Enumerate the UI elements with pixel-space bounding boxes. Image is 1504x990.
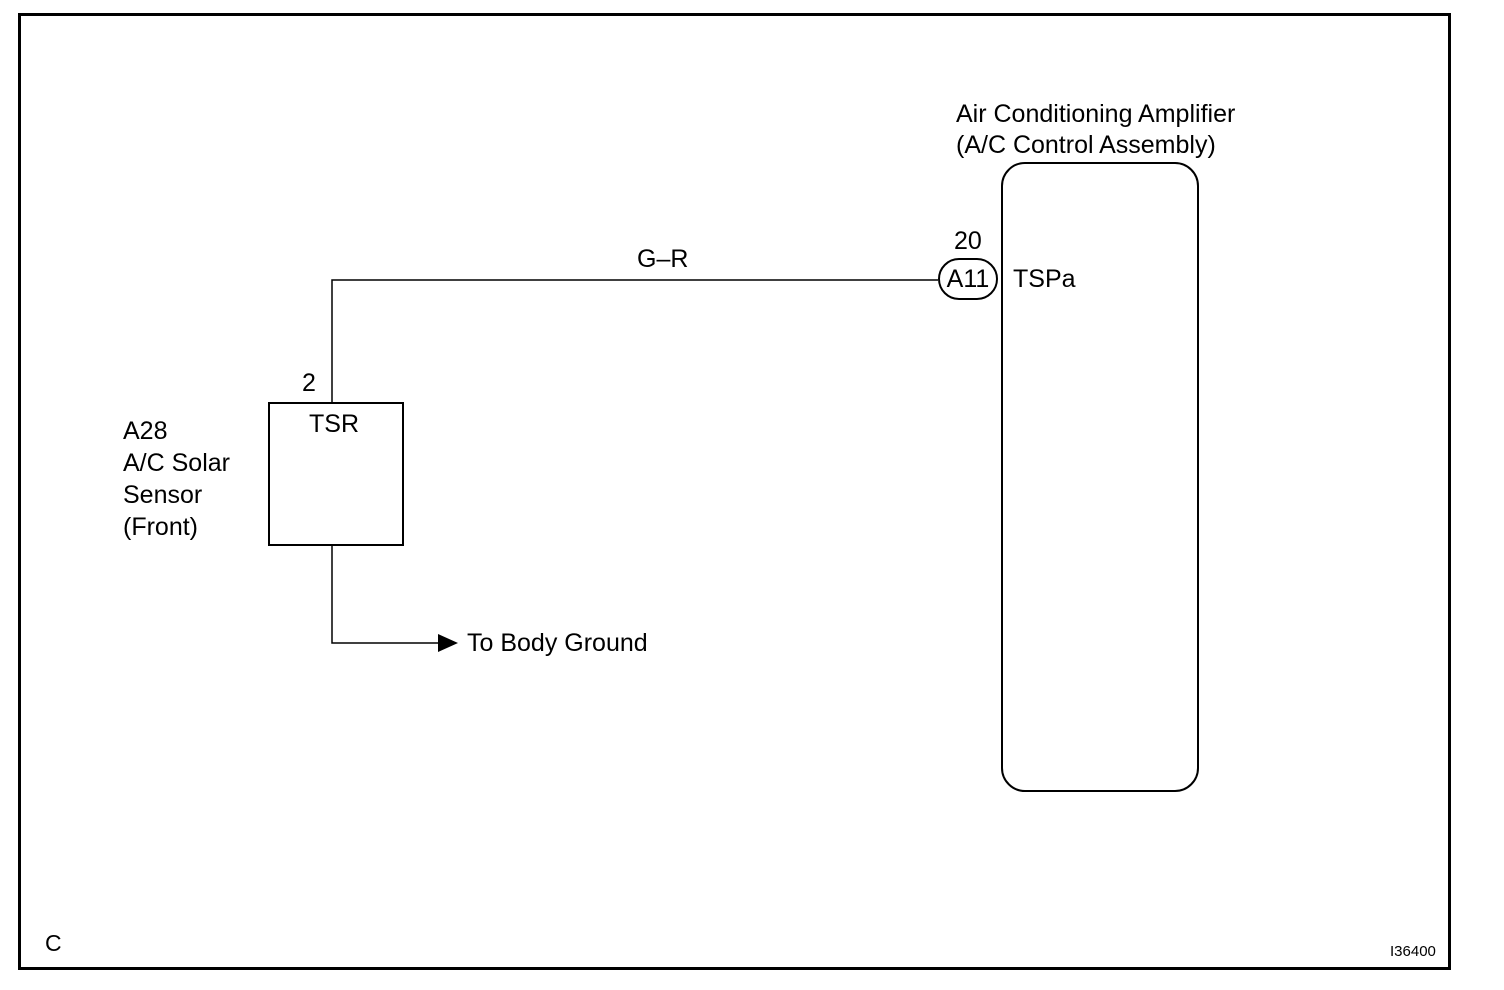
sensor-pin-number: 2 bbox=[302, 369, 316, 397]
diagram-frame bbox=[18, 13, 1451, 970]
sensor-name-line1: A/C Solar bbox=[123, 449, 230, 477]
figure-id: I36400 bbox=[1390, 943, 1436, 960]
amplifier-terminal-label: TSPa bbox=[1013, 265, 1076, 293]
amplifier-title-line1: Air Conditioning Amplifier bbox=[956, 100, 1236, 128]
sensor-code: A28 bbox=[123, 417, 168, 445]
amplifier-title-line2: (A/C Control Assembly) bbox=[956, 131, 1216, 159]
ground-arrow-icon bbox=[438, 634, 458, 652]
ground-wire bbox=[331, 544, 440, 644]
wire-color-label: G–R bbox=[637, 245, 689, 273]
sensor-name-line3: (Front) bbox=[123, 513, 198, 541]
ground-label: To Body Ground bbox=[467, 629, 648, 657]
sensor-name-line2: Sensor bbox=[123, 481, 203, 509]
amplifier-connector: A11 bbox=[938, 258, 998, 300]
signal-wire bbox=[331, 279, 938, 402]
amplifier-box bbox=[1001, 162, 1199, 792]
sensor-terminal-label: TSR bbox=[309, 410, 359, 438]
solar-sensor-box bbox=[268, 402, 404, 546]
corner-letter: C bbox=[45, 930, 62, 956]
amplifier-pin-number: 20 bbox=[954, 227, 982, 255]
